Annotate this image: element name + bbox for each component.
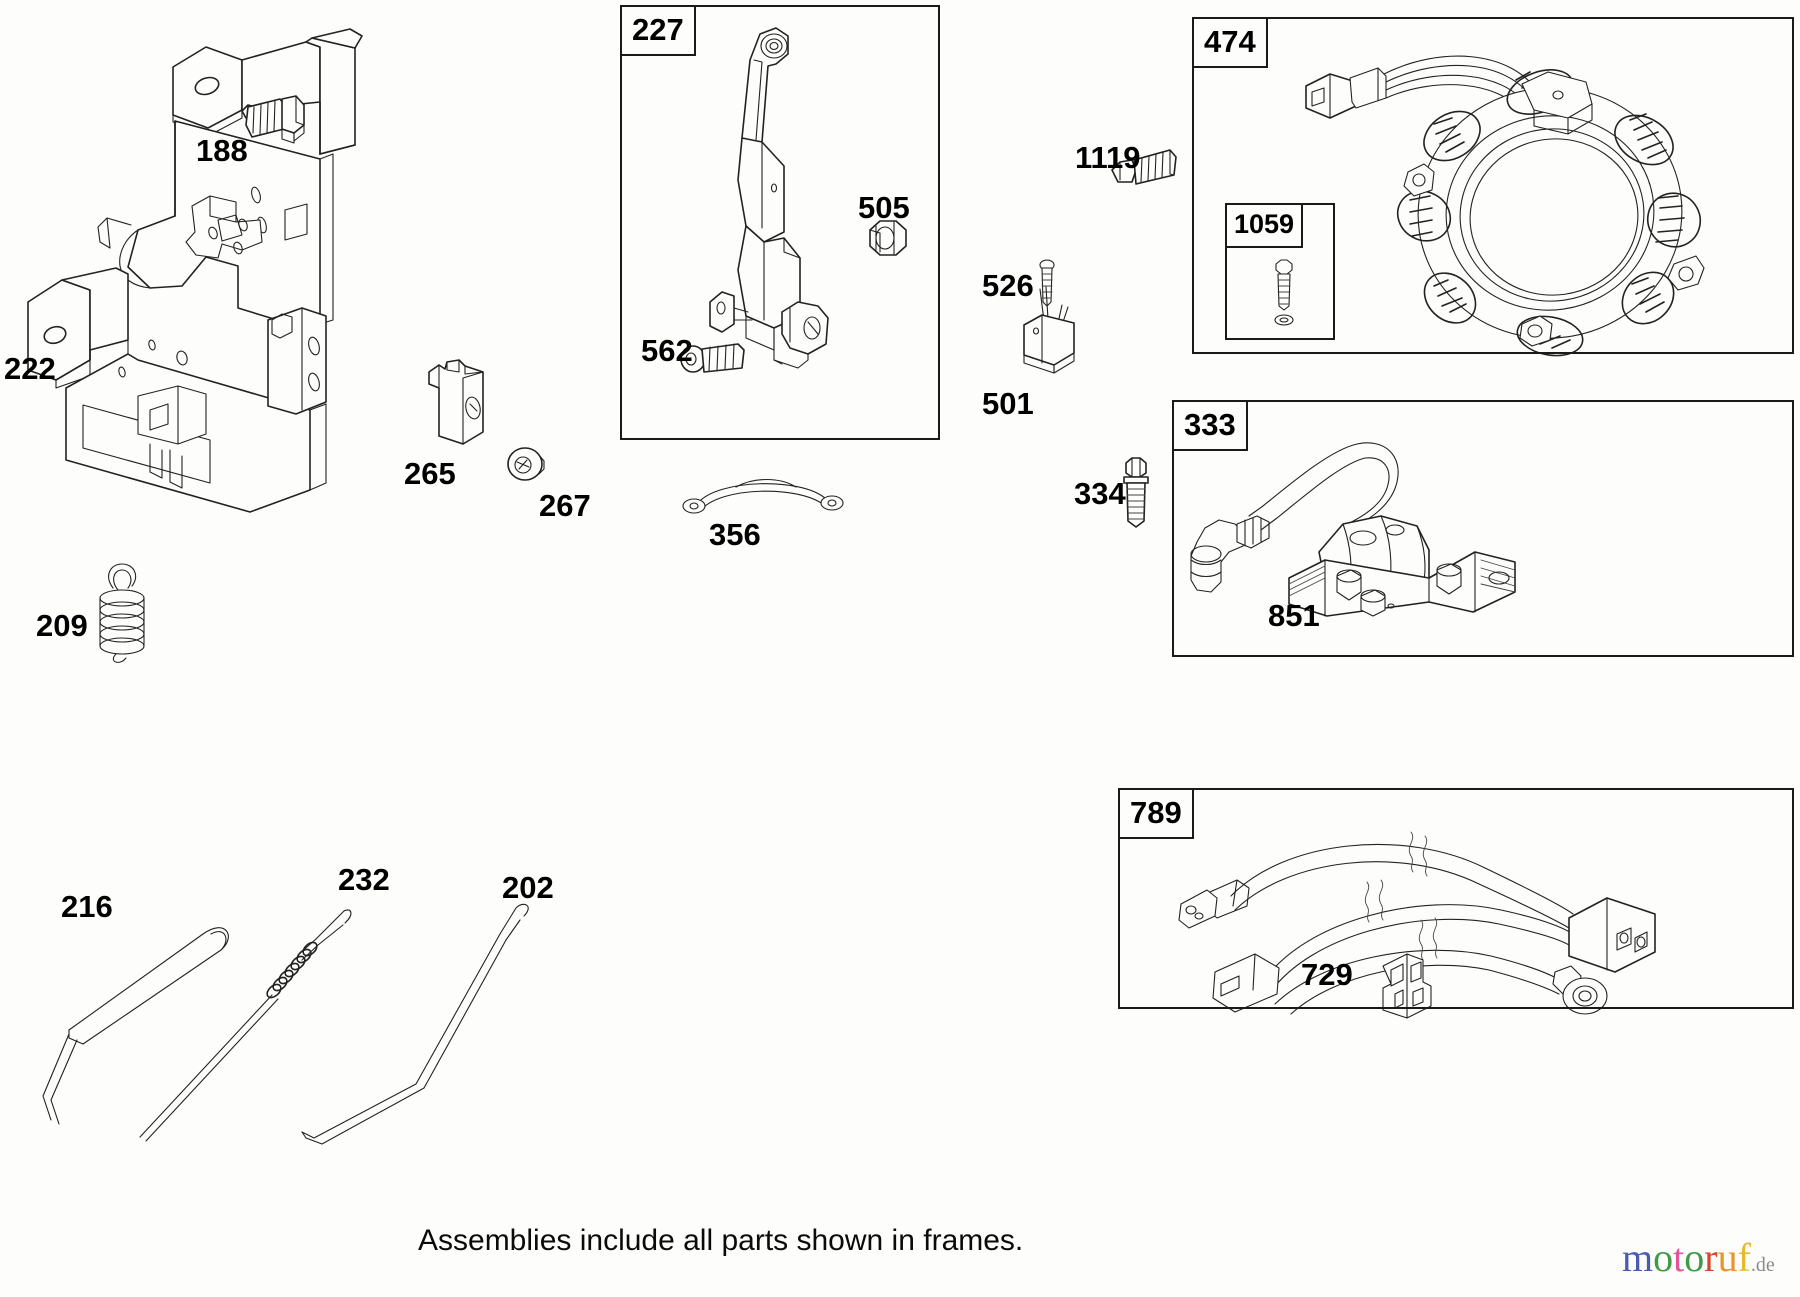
logo-letter-o1: o [1653, 1235, 1674, 1280]
frame-227-tag: 227 [620, 5, 696, 56]
part-label-188: 188 [196, 133, 248, 168]
part-label-222: 222 [4, 351, 56, 386]
part-label-505: 505 [858, 190, 910, 225]
part-label-267: 267 [539, 488, 591, 523]
part-label-334: 334 [1074, 476, 1126, 511]
part-188-screw-artwork [238, 95, 308, 153]
frame-474: 474 [1192, 17, 1794, 354]
logo-letter-t: t [1673, 1235, 1685, 1280]
part-label-1119: 1119 [1075, 140, 1141, 175]
part-232-spring-rod-artwork [130, 905, 360, 1145]
logo-letter-o2: o [1684, 1235, 1705, 1280]
frame-333-tag: 333 [1172, 400, 1248, 451]
frame-1059-tag: 1059 [1225, 203, 1304, 248]
part-267-screw-artwork [506, 445, 548, 487]
part-label-216: 216 [61, 889, 113, 924]
part-label-501: 501 [982, 386, 1034, 421]
part-label-356: 356 [709, 517, 761, 552]
part-label-232: 232 [338, 862, 390, 897]
part-label-202: 202 [502, 870, 554, 905]
part-label-526: 526 [982, 268, 1034, 303]
part-label-265: 265 [404, 456, 456, 491]
frame-789-tag: 789 [1118, 788, 1194, 839]
part-216-link-rod-artwork [25, 910, 245, 1150]
part-356-ground-strap-artwork [684, 475, 844, 520]
part-label-209: 209 [36, 608, 88, 643]
part-265-clip-artwork [425, 358, 493, 448]
logo-letter-u: u [1717, 1235, 1738, 1280]
part-202-link-rod-artwork [288, 900, 548, 1150]
logo-suffix-de: .de [1750, 1254, 1775, 1276]
frame-333: 333 [1172, 400, 1794, 657]
logo-letter-f: f [1737, 1235, 1751, 1280]
frame-474-tag: 474 [1192, 17, 1268, 68]
logo-letter-m: m [1622, 1235, 1654, 1280]
motoruf-logo: motoruf.de [1622, 1238, 1775, 1278]
assembly-caption: Assemblies include all parts shown in fr… [418, 1224, 1024, 1257]
frame-227: 227 [620, 5, 940, 440]
logo-letter-r: r [1704, 1235, 1718, 1280]
part-label-562: 562 [641, 333, 693, 368]
part-526-screw-artwork [1037, 258, 1059, 308]
frame-789: 789 [1118, 788, 1794, 1009]
part-209-spring-artwork [86, 558, 158, 668]
part-label-851: 851 [1268, 598, 1320, 633]
frame-1059: 1059 [1225, 203, 1335, 340]
part-label-729: 729 [1301, 957, 1353, 992]
part-222-bracket-artwork [10, 20, 440, 520]
